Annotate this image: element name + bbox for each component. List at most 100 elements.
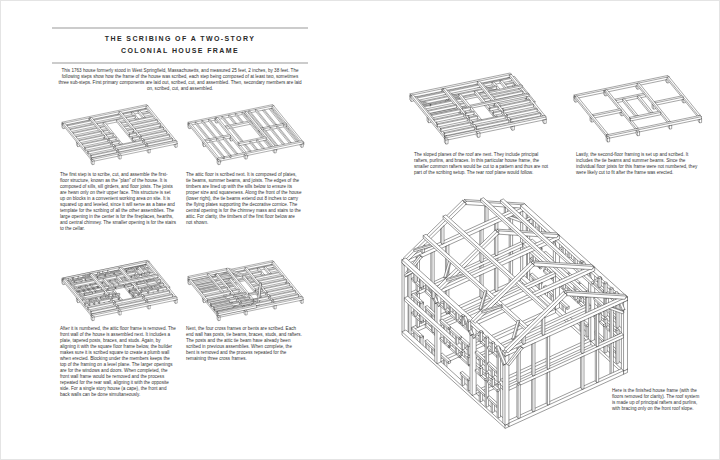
timber xyxy=(114,271,121,274)
timber-outline xyxy=(107,287,114,290)
timber-edge xyxy=(199,287,217,291)
timber-edge xyxy=(119,155,121,156)
timber-edge xyxy=(106,273,114,275)
timber-edge xyxy=(446,117,546,138)
timber-edge xyxy=(107,288,109,290)
timber xyxy=(91,141,177,162)
timber-outline xyxy=(445,116,546,140)
timber xyxy=(283,125,298,144)
timber-edge xyxy=(144,274,146,277)
timber-outline xyxy=(202,121,217,140)
timber-edge xyxy=(92,298,177,316)
timber-outline xyxy=(210,140,225,159)
timber-edge xyxy=(119,312,120,315)
timber xyxy=(211,301,230,307)
timber xyxy=(217,139,232,158)
timber xyxy=(248,291,258,295)
timber-outline xyxy=(244,154,247,159)
timber-edge xyxy=(468,117,470,119)
timber-edge xyxy=(223,137,237,154)
timber-edge xyxy=(127,269,135,271)
timber-edge xyxy=(83,293,85,295)
attic-floor-frame xyxy=(188,105,304,165)
timber-edge xyxy=(151,286,153,288)
timber-edge xyxy=(78,286,80,288)
timber xyxy=(126,268,135,271)
timber xyxy=(112,140,119,144)
timber-edge xyxy=(115,294,118,298)
timber-edge xyxy=(62,124,63,125)
timber-edge xyxy=(215,118,216,119)
timber-edge xyxy=(218,161,219,164)
timber-edge xyxy=(103,272,106,275)
timber-edge xyxy=(63,123,91,158)
timber-edge xyxy=(462,107,470,109)
timber-outline xyxy=(105,273,114,276)
timber xyxy=(244,154,247,159)
timber-edge xyxy=(445,140,446,144)
timber xyxy=(476,131,480,137)
timber-edge xyxy=(64,261,149,279)
timber xyxy=(444,126,474,135)
timber-edge xyxy=(444,133,445,135)
timber xyxy=(91,299,95,304)
timber-edge xyxy=(245,311,247,312)
timber-edge xyxy=(118,310,119,311)
timber-edge xyxy=(301,300,302,303)
timber xyxy=(132,136,139,140)
timber-edge xyxy=(118,154,119,155)
timber-edge xyxy=(116,286,124,288)
timber-outline xyxy=(91,299,95,304)
timber-edge xyxy=(445,127,475,133)
timber-edge xyxy=(147,144,148,146)
timber-edge xyxy=(128,291,130,293)
timber-edge xyxy=(189,123,219,160)
timber-edge xyxy=(119,311,121,312)
timber-edge xyxy=(245,155,247,156)
timber-edge xyxy=(637,96,651,113)
timber-edge xyxy=(270,296,271,298)
timber-edge xyxy=(248,293,250,295)
timber-edge xyxy=(132,138,133,140)
timber-edge xyxy=(442,89,443,91)
timber-outline xyxy=(145,288,149,293)
timber-outline xyxy=(91,316,94,321)
timber-edge xyxy=(85,304,86,306)
timber xyxy=(277,126,292,145)
timber xyxy=(109,137,116,141)
timber-edge xyxy=(91,150,116,155)
timber-edge xyxy=(141,288,143,290)
timber-edge xyxy=(126,270,128,272)
timber-outline xyxy=(489,106,498,111)
timber-outline xyxy=(63,279,93,316)
timber xyxy=(217,141,303,162)
timber-edge xyxy=(135,276,137,279)
timber-edge xyxy=(229,115,236,124)
timber xyxy=(469,116,478,121)
timber-edge xyxy=(115,280,117,283)
timber-outline xyxy=(189,123,221,162)
timber-edge xyxy=(245,312,246,315)
timber-edge xyxy=(262,108,276,125)
timber-edge xyxy=(202,121,216,138)
timber-edge xyxy=(446,139,448,141)
timber-edge xyxy=(466,112,474,114)
front-wall-frame xyxy=(62,260,177,320)
timber-edge xyxy=(130,291,133,295)
timber xyxy=(217,316,220,321)
timber xyxy=(115,285,124,288)
timber-edge xyxy=(74,280,82,282)
timber-edge xyxy=(437,125,438,127)
timber xyxy=(115,294,119,299)
timber-edge xyxy=(218,306,256,314)
timber-edge xyxy=(249,292,259,294)
timber-edge xyxy=(92,317,93,320)
timber-outline xyxy=(211,301,230,307)
timber-edge xyxy=(111,141,113,143)
timber-outline xyxy=(91,141,177,162)
timber-outline xyxy=(248,291,258,295)
timber-outline xyxy=(253,299,258,302)
timber xyxy=(74,279,83,282)
timber-edge xyxy=(114,301,116,303)
timber-edge xyxy=(257,140,264,149)
